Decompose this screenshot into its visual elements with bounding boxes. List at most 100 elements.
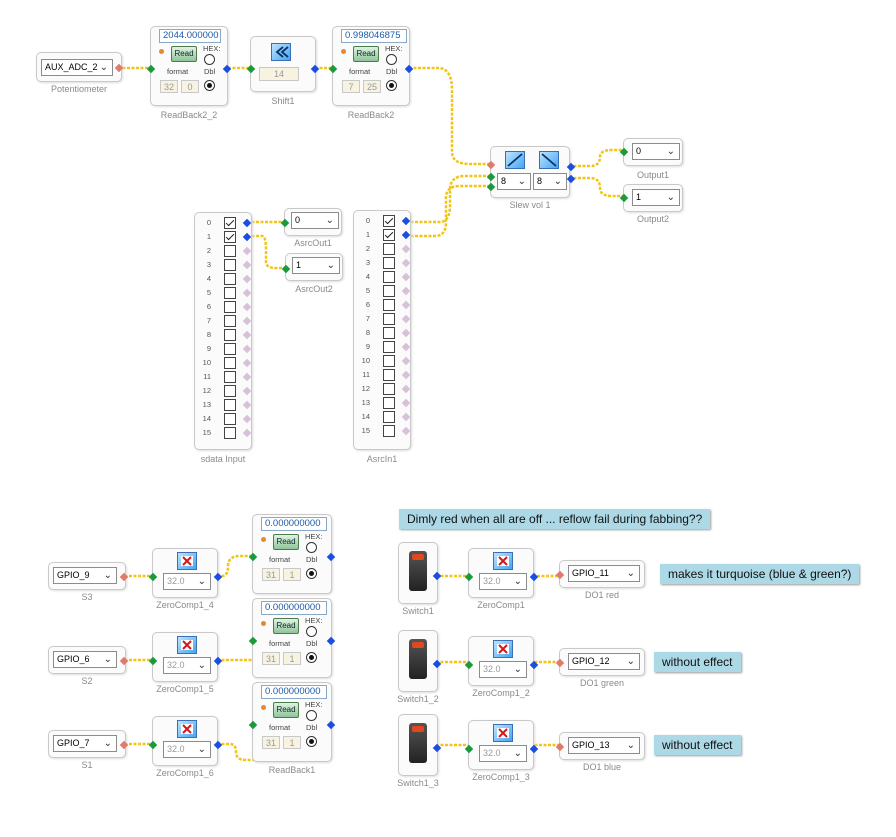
- toggle-switch[interactable]: [409, 639, 427, 679]
- digital-output-select[interactable]: GPIO_13 ⌄: [568, 737, 640, 754]
- hex-radio[interactable]: [204, 54, 215, 65]
- channel-checkbox[interactable]: [224, 245, 236, 257]
- read-button[interactable]: Read: [171, 46, 197, 62]
- channel-output-pin[interactable]: [401, 300, 411, 310]
- channel-output-pin[interactable]: [401, 426, 411, 436]
- channel-checkbox[interactable]: [383, 257, 395, 269]
- format-field-2[interactable]: 1: [283, 652, 301, 665]
- channel-output-pin[interactable]: [401, 356, 411, 366]
- dbl-radio[interactable]: [306, 652, 317, 663]
- channel-output-pin[interactable]: [401, 342, 411, 352]
- channel-checkbox[interactable]: [383, 369, 395, 381]
- channel-output-pin[interactable]: [401, 216, 411, 226]
- channel-output-pin[interactable]: [242, 400, 252, 410]
- hex-radio[interactable]: [386, 54, 397, 65]
- zerocomp-block[interactable]: 32.0 ⌄: [464, 548, 539, 598]
- channel-output-pin[interactable]: [242, 358, 252, 368]
- format-field-1[interactable]: 31: [262, 652, 280, 665]
- channel-checkbox[interactable]: [383, 383, 395, 395]
- channel-output-pin[interactable]: [242, 218, 252, 228]
- channel-output-pin[interactable]: [401, 370, 411, 380]
- channel-checkbox[interactable]: [383, 397, 395, 409]
- channel-output-pin[interactable]: [242, 330, 252, 340]
- output2-select[interactable]: 1 ⌄: [632, 189, 680, 206]
- format-field-1[interactable]: 32: [160, 80, 178, 93]
- readback-block[interactable]: 0.000000000 Read HEX: format Dbl 31 1: [248, 514, 336, 594]
- channel-checkbox[interactable]: [224, 427, 236, 439]
- channel-output-pin[interactable]: [242, 372, 252, 382]
- channel-checkbox[interactable]: [224, 259, 236, 271]
- read-button[interactable]: Read: [273, 534, 299, 550]
- readback2-2-block[interactable]: 2044.000000 Read HEX: format Dbl 32 0: [146, 26, 232, 106]
- channel-checkbox[interactable]: [224, 399, 236, 411]
- channel-checkbox[interactable]: [383, 229, 395, 241]
- read-button[interactable]: Read: [273, 618, 299, 634]
- asrcout2-block[interactable]: 1 ⌄: [281, 253, 343, 281]
- channel-output-pin[interactable]: [242, 288, 252, 298]
- switch-block[interactable]: [398, 630, 442, 692]
- dbl-radio[interactable]: [306, 736, 317, 747]
- channel-output-pin[interactable]: [401, 384, 411, 394]
- channel-checkbox[interactable]: [224, 287, 236, 299]
- zerocomp-select[interactable]: 32.0 ⌄: [479, 573, 527, 590]
- channel-checkbox[interactable]: [224, 371, 236, 383]
- channel-checkbox[interactable]: [224, 273, 236, 285]
- slew-vol-block[interactable]: 8 ⌄ 8 ⌄: [486, 146, 576, 198]
- zerocomp-block[interactable]: 32.0 ⌄: [464, 720, 539, 770]
- dbl-radio[interactable]: [204, 80, 215, 91]
- channel-checkbox[interactable]: [224, 357, 236, 369]
- digital-output-block[interactable]: GPIO_13 ⌄: [555, 732, 645, 760]
- channel-output-pin[interactable]: [242, 302, 252, 312]
- channel-checkbox[interactable]: [224, 329, 236, 341]
- potentiometer-select[interactable]: AUX_ADC_2 ⌄: [41, 59, 113, 76]
- channel-checkbox[interactable]: [224, 385, 236, 397]
- channel-output-pin[interactable]: [401, 258, 411, 268]
- channel-checkbox[interactable]: [224, 301, 236, 313]
- channel-output-pin[interactable]: [242, 428, 252, 438]
- read-button[interactable]: Read: [353, 46, 379, 62]
- channel-checkbox[interactable]: [383, 411, 395, 423]
- digital-output-select[interactable]: GPIO_11 ⌄: [568, 565, 640, 582]
- channel-output-pin[interactable]: [401, 286, 411, 296]
- asrcout1-block[interactable]: 0 ⌄: [280, 208, 342, 236]
- channel-checkbox[interactable]: [383, 285, 395, 297]
- gpio-block[interactable]: GPIO_6 ⌄: [48, 646, 129, 674]
- output2-block[interactable]: 1 ⌄: [619, 184, 683, 212]
- channel-output-pin[interactable]: [242, 414, 252, 424]
- zerocomp-block[interactable]: 32.0 ⌄: [148, 632, 223, 682]
- channel-output-pin[interactable]: [401, 314, 411, 324]
- slew-right-select[interactable]: 8 ⌄: [533, 173, 567, 190]
- hex-radio[interactable]: [306, 710, 317, 721]
- channel-checkbox[interactable]: [383, 425, 395, 437]
- zerocomp-block[interactable]: 32.0 ⌄: [148, 716, 223, 766]
- channel-output-pin[interactable]: [242, 260, 252, 270]
- zerocomp-select[interactable]: 32.0 ⌄: [163, 741, 211, 758]
- shift1-block[interactable]: 14: [246, 36, 320, 92]
- channel-checkbox[interactable]: [383, 271, 395, 283]
- output1-select[interactable]: 0 ⌄: [632, 143, 680, 160]
- format-field-2[interactable]: 1: [283, 736, 301, 749]
- read-button[interactable]: Read: [273, 702, 299, 718]
- channel-checkbox[interactable]: [383, 313, 395, 325]
- gpio-select[interactable]: GPIO_9 ⌄: [53, 567, 117, 584]
- channel-checkbox[interactable]: [383, 355, 395, 367]
- zerocomp-select[interactable]: 32.0 ⌄: [163, 657, 211, 674]
- digital-output-block[interactable]: GPIO_12 ⌄: [555, 648, 645, 676]
- toggle-switch[interactable]: [409, 723, 427, 763]
- channel-output-pin[interactable]: [242, 316, 252, 326]
- channel-checkbox[interactable]: [224, 217, 236, 229]
- zerocomp-block[interactable]: 32.0 ⌄: [148, 548, 223, 598]
- format-field-2[interactable]: 1: [283, 568, 301, 581]
- channel-checkbox[interactable]: [224, 231, 236, 243]
- slew-left-select[interactable]: 8 ⌄: [497, 173, 531, 190]
- potentiometer-block[interactable]: AUX_ADC_2 ⌄: [36, 52, 124, 82]
- output-pin[interactable]: [114, 63, 124, 73]
- channel-output-pin[interactable]: [401, 272, 411, 282]
- channel-output-pin[interactable]: [401, 398, 411, 408]
- format-field-1[interactable]: 7: [342, 80, 360, 93]
- channel-output-pin[interactable]: [242, 386, 252, 396]
- zerocomp-select[interactable]: 32.0 ⌄: [479, 745, 527, 762]
- zerocomp-block[interactable]: 32.0 ⌄: [464, 636, 539, 686]
- channel-output-pin[interactable]: [242, 232, 252, 242]
- asrcout1-select[interactable]: 0 ⌄: [291, 212, 339, 229]
